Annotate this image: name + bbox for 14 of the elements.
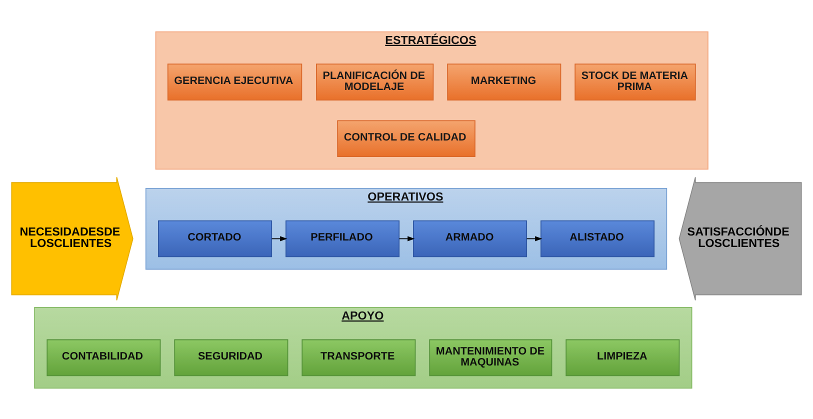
node-box: SEGURIDAD [174,338,288,376]
node-box: CORTADO [158,220,272,257]
node-box: MARKETING [447,63,562,100]
node-box: LIMPIEZA [566,338,680,376]
node-box: PLANIFICACIÓN DE MODELAJE [316,63,434,100]
node-box: ALISTADO [540,220,655,257]
node-box: PERFILADO [286,220,400,257]
node-box: GERENCIA EJECUTIVA [167,63,302,100]
node-box: MANTENIMIENTO DE MAQUINAS [429,338,552,376]
node-box: TRANSPORTE [302,338,416,376]
node-box: STOCK DE MATERIA PRIMA [574,63,696,100]
node-box: CONTABILIDAD [46,338,161,376]
node-box: CONTROL DE CALIDAD [337,120,476,157]
node-box: ARMADO [413,220,528,257]
